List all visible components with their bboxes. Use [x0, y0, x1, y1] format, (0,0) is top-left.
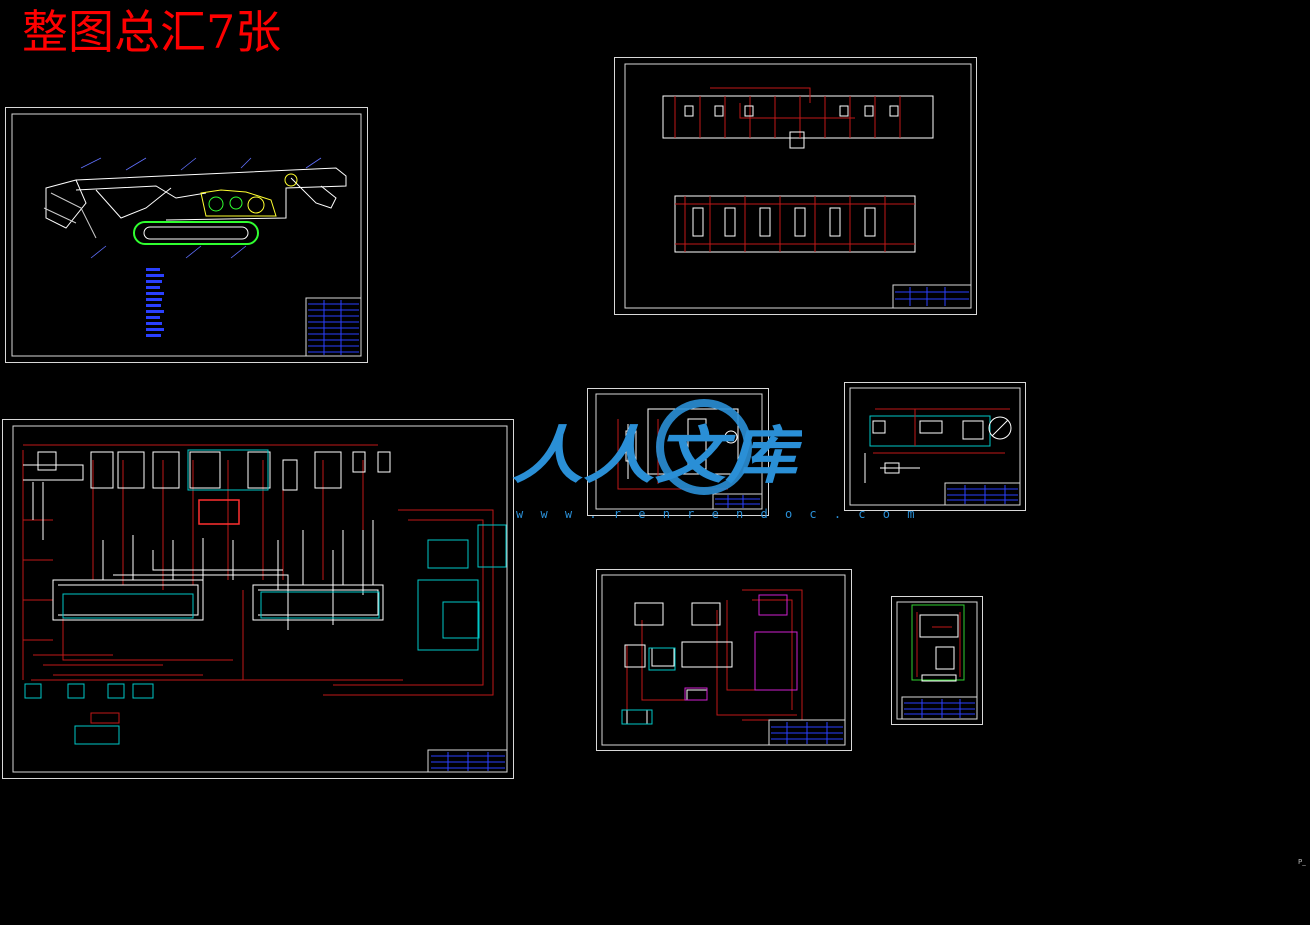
drawing-sheet-control-circuit[interactable]: [596, 569, 852, 751]
drawing-sheet-motor-circuit[interactable]: [844, 382, 1026, 511]
corner-mark: P_: [1298, 858, 1306, 866]
watermark-logo: 人人文库: [512, 399, 802, 495]
valve-circuit-drawing: [624, 63, 972, 309]
control-circuit-drawing: [601, 574, 846, 746]
drawing-sheet-general-assembly[interactable]: [5, 107, 368, 363]
page-title: 整图总汇7张: [22, 5, 282, 59]
general-assembly-drawing: [11, 113, 362, 357]
small-circuit-drawing: [896, 601, 978, 720]
watermark-text: 人人文库: [512, 419, 802, 492]
hydraulic-system-drawing: [12, 425, 508, 773]
drawing-sheet-small-circuit[interactable]: [891, 596, 983, 725]
watermark-url: w w w . r e n r e n d o c . c o m: [516, 507, 920, 521]
drawing-sheet-valve-circuit[interactable]: [614, 57, 977, 315]
drawing-sheet-hydraulic-system[interactable]: [2, 419, 514, 779]
motor-circuit-drawing: [849, 387, 1021, 506]
